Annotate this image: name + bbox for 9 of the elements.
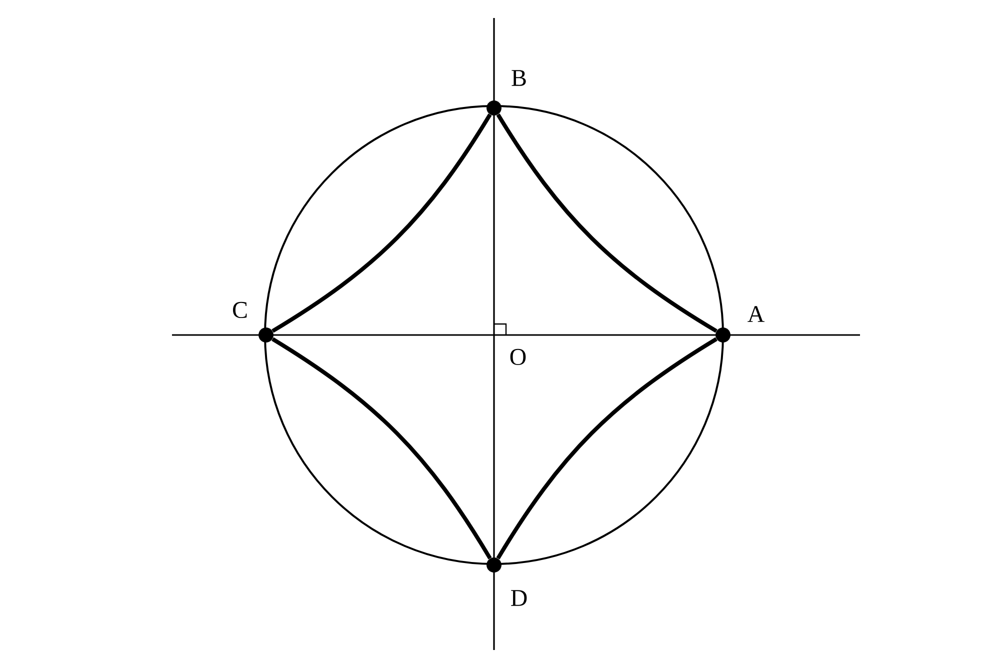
- point-label: B: [512, 70, 526, 86]
- point-label: O: [510, 348, 526, 366]
- point-label: D: [511, 590, 527, 606]
- point-label: A: [748, 306, 764, 322]
- curved-line: [496, 337, 718, 560]
- curved-line: [272, 114, 492, 333]
- curved-line: [496, 114, 718, 333]
- point-label: C: [233, 302, 247, 318]
- curved-line: [272, 337, 492, 560]
